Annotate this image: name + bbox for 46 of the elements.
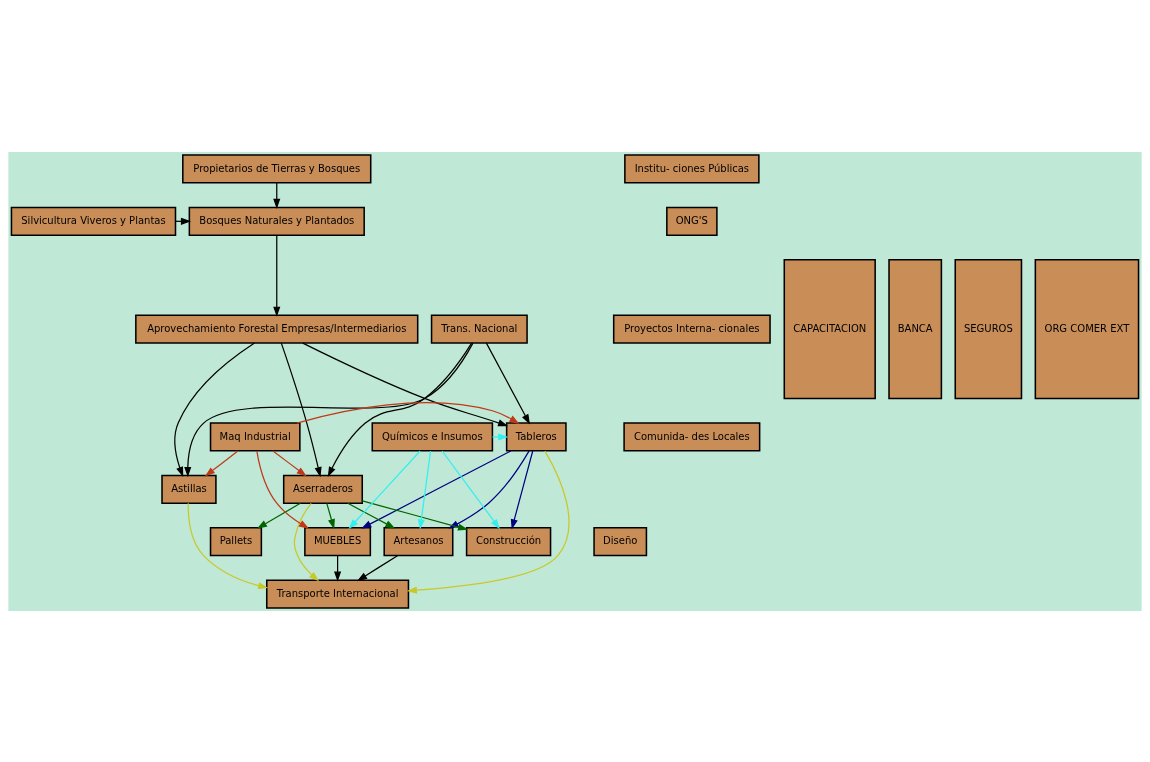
node-box: Pallets xyxy=(209,526,263,556)
arrow xyxy=(356,554,399,581)
arrow xyxy=(184,342,474,477)
node-box: ORG COMER EXT xyxy=(1034,258,1140,399)
node-box: Silvicultura Viveros y Plantas xyxy=(10,206,177,236)
node-box: Químicos e Insumos xyxy=(371,421,494,452)
arrow xyxy=(302,341,509,426)
node-box: CAPACITACION xyxy=(783,258,876,399)
arrow xyxy=(296,401,520,424)
node-box: Transporte Internacional xyxy=(266,578,410,609)
arrow xyxy=(510,449,534,529)
node-box: ONG'S xyxy=(666,206,718,236)
node-box: Aserraderos xyxy=(282,474,363,504)
arrow xyxy=(272,449,307,476)
arrow xyxy=(280,341,322,477)
arrow xyxy=(256,502,301,529)
node-box: Comunida- des Locales xyxy=(623,421,761,452)
arrow xyxy=(406,450,570,594)
node-box: Maq Industrial xyxy=(209,421,301,452)
node-box: MUEBLES xyxy=(304,526,372,556)
arrow xyxy=(485,342,530,424)
node-box: Propietarios de Tierras y Bosques xyxy=(182,153,372,184)
arrow xyxy=(256,449,310,529)
node-box: Aprovechamiento Forestal Empresas/Intermediarios xyxy=(135,314,419,344)
node-box: Diseño xyxy=(593,526,648,556)
node-box: Artesanos xyxy=(383,526,454,556)
node-box: BANCA xyxy=(888,258,943,399)
arrow xyxy=(293,502,320,581)
node-box: Construcción xyxy=(465,526,552,556)
node-box: Institu- ciones Públicas xyxy=(624,153,760,184)
node-box: Astillas xyxy=(161,474,217,504)
arrow xyxy=(417,449,432,530)
node-box: Tableros xyxy=(505,421,567,452)
arrow xyxy=(204,449,239,476)
arrow xyxy=(174,341,256,477)
node-box: Bosques Naturales y Plantados xyxy=(188,206,365,236)
arrow xyxy=(347,502,396,529)
arrow xyxy=(348,449,421,529)
arrow xyxy=(327,342,473,477)
node-box: Proyectos Interna- cionales xyxy=(612,314,771,344)
node-box: Trans. Nacional xyxy=(430,314,528,344)
arrow xyxy=(326,502,335,529)
arrow xyxy=(187,502,269,589)
arrow xyxy=(491,432,509,440)
arrow xyxy=(273,234,281,317)
node-box: SEGUROS xyxy=(954,258,1023,399)
